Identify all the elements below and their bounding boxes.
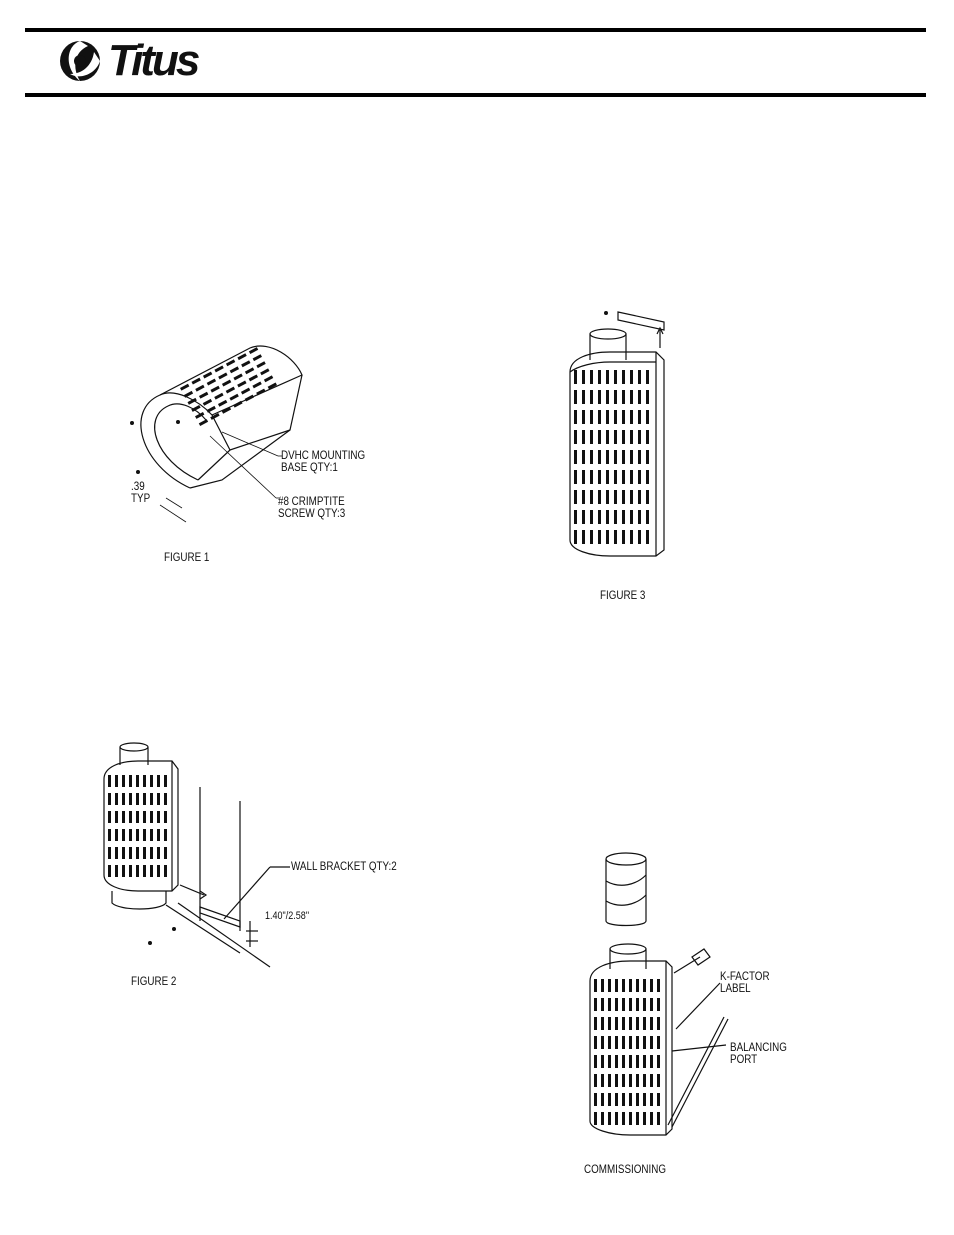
figure-1-dimension: .39 TYP (131, 479, 151, 505)
perforation-slots (108, 775, 167, 877)
figure-2-dimension: 1.40"/2.58" (265, 910, 310, 922)
figure-3-caption: FIGURE 3 (600, 588, 646, 602)
commissioning-kfactor-label: K-FACTOR LABEL (720, 969, 770, 995)
brand-name: Titus (108, 36, 200, 85)
header-bottom-rule (25, 93, 926, 97)
figure-3-drawing (569, 311, 665, 557)
brand-logo: Titus (58, 36, 218, 88)
perforation-slots (180, 347, 278, 426)
header-top-rule (25, 28, 926, 32)
figure-1-drawing (130, 345, 303, 523)
commissioning-drawing (589, 852, 729, 1136)
figure-2-drawing (103, 742, 290, 968)
figure-2-bracket-label: WALL BRACKET QTY:2 (291, 859, 397, 873)
figure-2-caption: FIGURE 2 (131, 974, 177, 988)
figure-1-caption: FIGURE 1 (164, 550, 210, 564)
commissioning-caption: COMMISSIONING (584, 1162, 667, 1176)
figure-1-screw-label: #8 CRIMPTITE SCREW QTY:3 (278, 494, 346, 520)
titus-swirl-icon (60, 41, 100, 81)
commissioning-port-label: BALANCING PORT (730, 1040, 787, 1066)
perforation-slots (594, 979, 660, 1125)
figure-1-mount-label: DVHC MOUNTING BASE QTY:1 (281, 448, 366, 474)
perforation-slots (574, 370, 649, 544)
